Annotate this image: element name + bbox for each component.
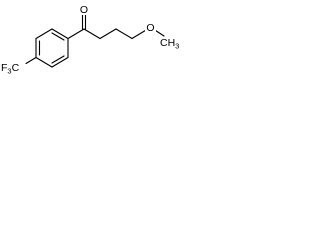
chain-bonds xyxy=(67,13,165,40)
bond-ring-1 xyxy=(35,28,53,40)
trifluoromethyl-carbon: C xyxy=(12,62,20,74)
bond-chain-1 xyxy=(83,28,101,40)
benzene-ring xyxy=(35,28,69,68)
trifluoromethyl-bond xyxy=(25,56,37,65)
ether-oxygen-atom: O xyxy=(146,22,154,34)
bond-ring-to-carbonyl xyxy=(67,28,85,40)
bond-ring-2 xyxy=(51,28,69,40)
methyl-label: CH3 xyxy=(160,37,179,51)
bond-ring-inner-3 xyxy=(51,55,65,64)
bond-chain-3 xyxy=(115,28,133,40)
methyl-group-text: CH xyxy=(160,37,175,49)
bond-ring-4 xyxy=(51,56,69,68)
methyl-subscript: 3 xyxy=(175,42,179,51)
trifluoromethyl-subscript: 3 xyxy=(7,67,11,76)
carbonyl-oxygen-atom: O xyxy=(80,4,88,16)
chemical-structure: O O CH3 F3C xyxy=(1,4,179,76)
ether-oxygen-label: O xyxy=(145,22,156,34)
bond-ring-5 xyxy=(35,56,53,68)
trifluoromethyl-label: F3C xyxy=(1,62,20,76)
bond-ring-to-cf3 xyxy=(25,56,37,65)
carbonyl-oxygen-label: O xyxy=(79,4,89,16)
trifluoromethyl-fluorine: F xyxy=(1,62,7,74)
bond-chain-to-ether-oxygen xyxy=(131,28,148,40)
bond-ring-inner-2 xyxy=(51,32,65,41)
bond-chain-2 xyxy=(99,28,117,40)
